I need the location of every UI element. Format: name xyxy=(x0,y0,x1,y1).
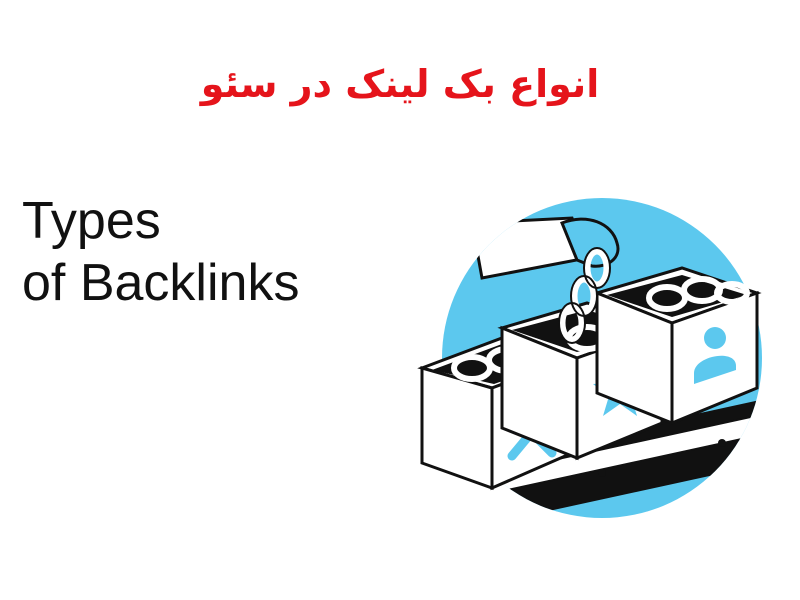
title-line-1: Types xyxy=(22,192,161,250)
backlinks-illustration xyxy=(417,198,762,518)
box-right xyxy=(592,266,762,426)
page-title-persian: انواع بک لینک در سئو xyxy=(200,62,600,106)
title-line-2: of Backlinks xyxy=(22,254,300,312)
conveyor-bolt xyxy=(718,439,726,447)
page-title-english: Types of Backlinks xyxy=(22,190,299,314)
conveyor-bolt xyxy=(598,469,606,477)
user-icon xyxy=(694,327,736,384)
